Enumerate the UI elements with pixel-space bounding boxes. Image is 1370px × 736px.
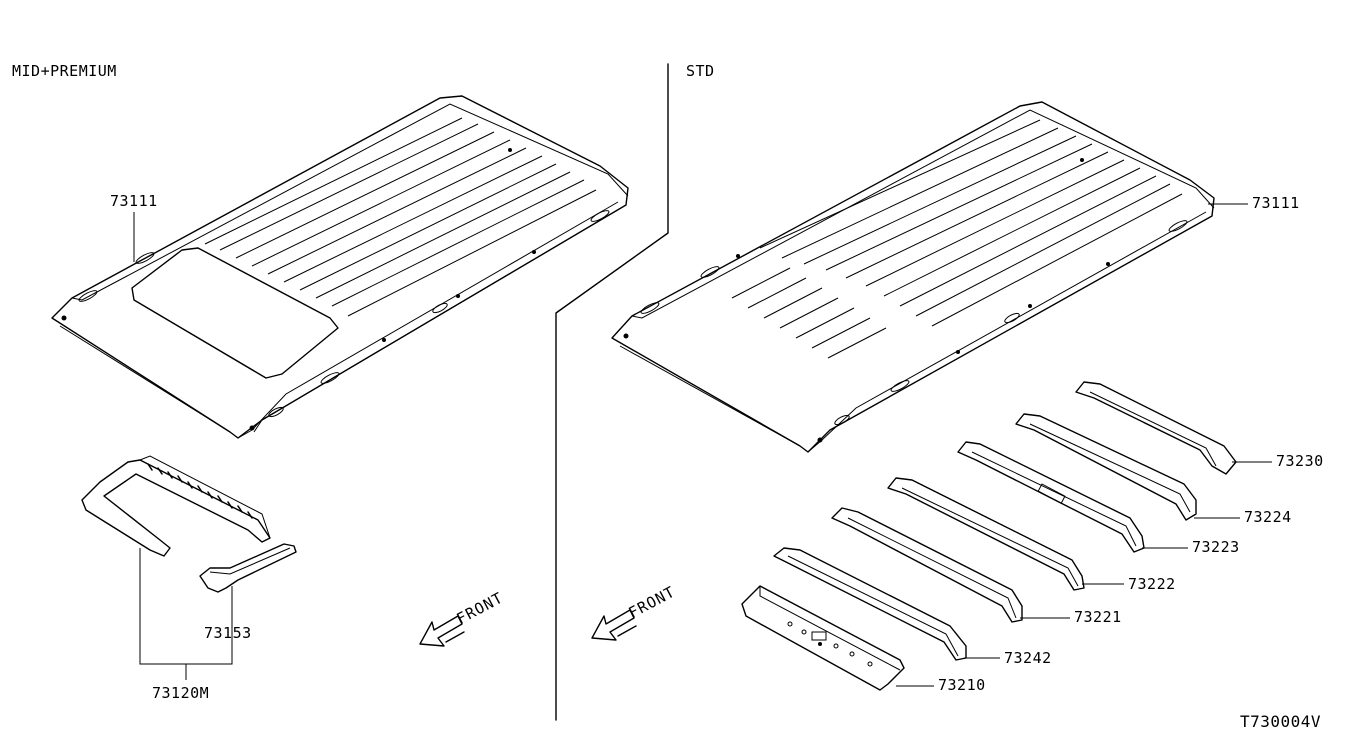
section-header-mid-premium: MID+PREMIUM [12,62,117,80]
part-label-right-roof: 73111 [1252,194,1300,212]
right-roof-panel [611,101,1215,453]
bow-73242 [773,547,967,661]
front-arrow-left [419,615,465,647]
bow-73224 [1015,413,1197,521]
part-label-bow-5: 73221 [1074,608,1122,626]
left-roof-panel [51,95,629,439]
bow-73230 [1075,381,1237,475]
part-label-bow-4: 73222 [1128,575,1176,593]
sunroof-rear-rail [199,543,297,593]
sunroof-front-frame [81,455,271,557]
front-arrow-right [591,609,637,641]
part-label-bow-2: 73224 [1244,508,1292,526]
section-header-std: STD [686,62,715,80]
part-label-left-roof: 73111 [110,192,158,210]
part-label-sunroof-rear-rail: 73153 [204,624,252,642]
part-label-bow-3: 73223 [1192,538,1240,556]
diagram-id: T730004V [1240,712,1322,731]
part-label-bow-1: 73230 [1276,452,1324,470]
part-label-sunroof-frame-assembly: 73120M [152,684,210,702]
part-label-front-rail: 73210 [938,676,986,694]
leader-73120m [139,548,233,665]
part-label-bow-6: 73242 [1004,649,1052,667]
bow-73222 [887,477,1085,591]
section-divider [555,63,669,721]
bow-73221 [831,507,1023,623]
sunroof-opening [131,247,339,379]
bow-73223 [957,441,1145,553]
front-rail-73210 [741,585,905,691]
